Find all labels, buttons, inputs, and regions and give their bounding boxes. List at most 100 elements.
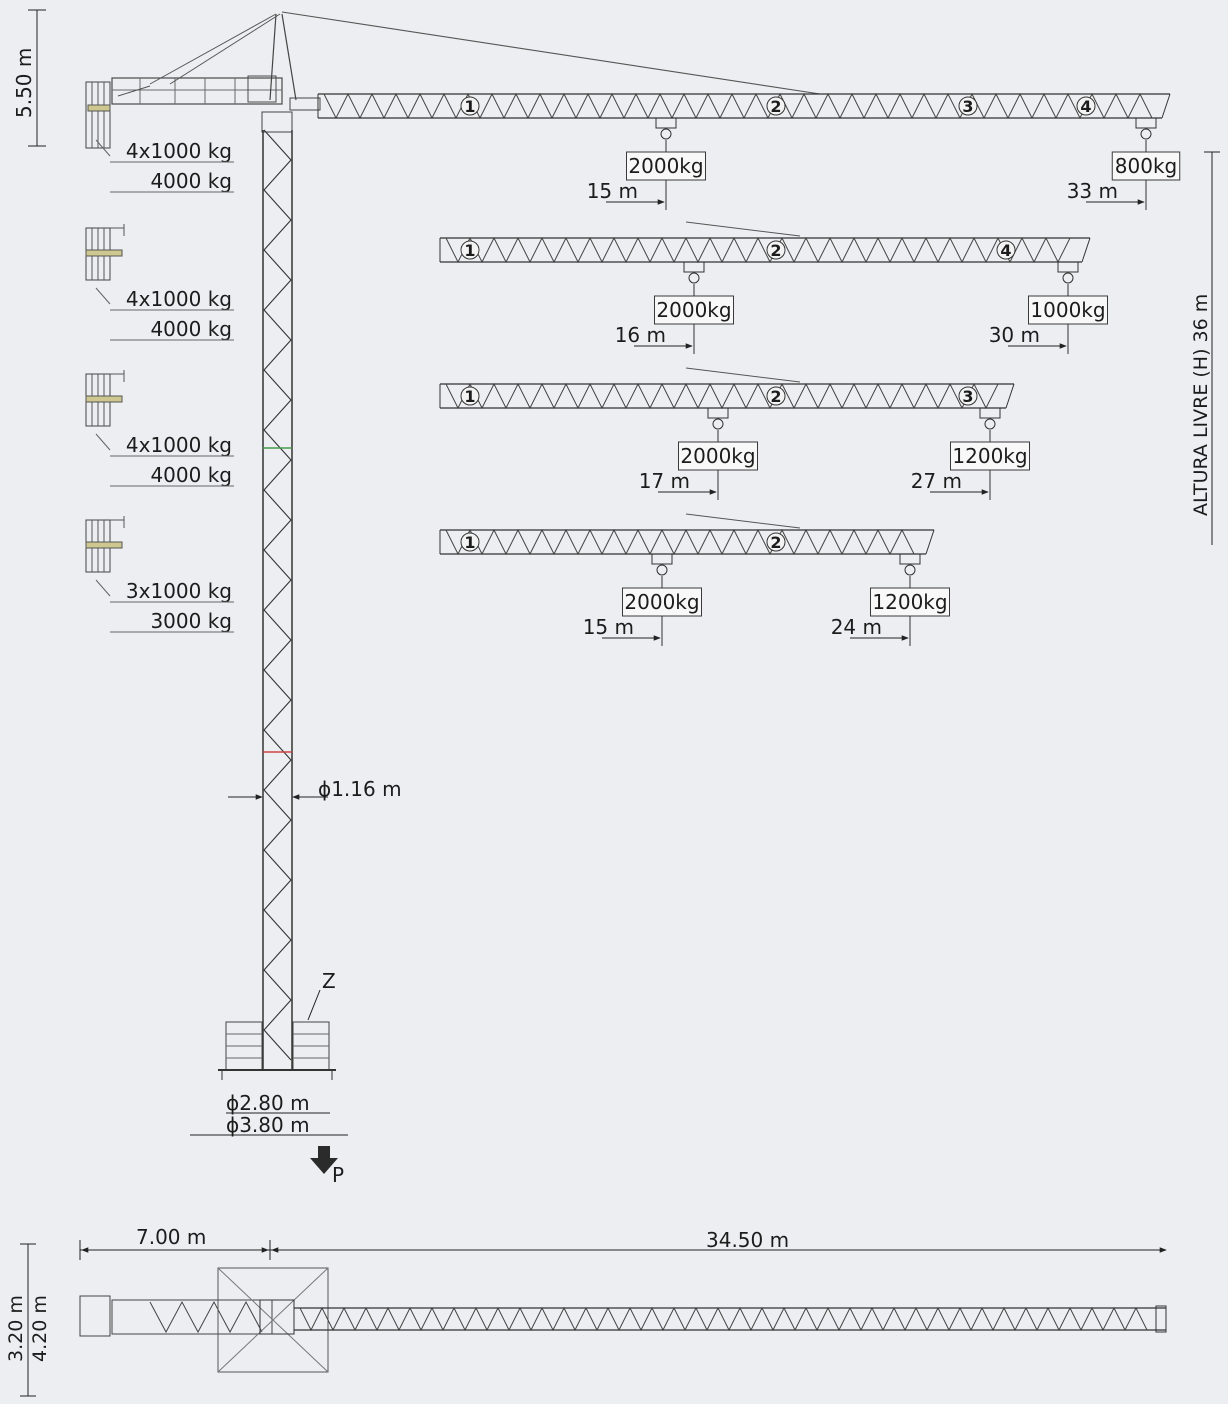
section-number: 3 <box>962 97 973 116</box>
plan-width-outer-label: 4.20 m <box>29 1295 51 1362</box>
base-inner-label: ϕ2.80 m <box>226 1091 310 1115</box>
ballast-blocks-label: 4x1000 kg <box>126 287 232 311</box>
counter-jib <box>85 75 283 149</box>
tower-base <box>218 1021 336 1080</box>
section-number: 2 <box>770 387 781 406</box>
trolley <box>1135 117 1157 129</box>
ballast-blocks-label: 3x1000 kg <box>126 579 232 603</box>
section-number: 3 <box>962 387 973 406</box>
trolley <box>707 407 729 419</box>
ballast-total-label: 3000 kg <box>150 609 232 633</box>
jib-lattice <box>323 92 1153 120</box>
reach-label: 16 m <box>615 323 666 347</box>
load-box <box>622 587 702 617</box>
reach-label: 15 m <box>583 615 634 639</box>
section-marker <box>958 96 978 116</box>
section-marker <box>766 532 786 552</box>
base-dimensions: ϕ2.80 m ϕ3.80 m <box>190 1091 348 1137</box>
section-number: 1 <box>464 97 475 116</box>
load-capacity-label: 2000kg <box>680 444 755 468</box>
load-capacity-label: 2000kg <box>628 154 703 178</box>
hook-icon <box>656 564 668 576</box>
section-number: 1 <box>464 241 475 260</box>
hook-icon <box>904 564 916 576</box>
jib-tie <box>685 513 801 529</box>
load-box <box>626 151 706 181</box>
section-number: 1 <box>464 533 475 552</box>
jib-lattice <box>445 236 1071 264</box>
reach-label: 24 m <box>831 615 882 639</box>
hook-icon <box>712 418 724 430</box>
trolley <box>979 407 1001 419</box>
ballast-total-label: 4000 kg <box>150 317 232 341</box>
section-marker <box>766 240 786 260</box>
trolley <box>651 553 673 565</box>
section-number: 4 <box>1080 97 1091 116</box>
reach-label: 27 m <box>911 469 962 493</box>
load-box <box>1111 151 1181 181</box>
section-marker <box>958 386 978 406</box>
trolley <box>655 117 677 129</box>
ballast-total-label: 4000 kg <box>150 463 232 487</box>
load-capacity-label: 800kg <box>1115 154 1177 178</box>
section-marker <box>460 532 480 552</box>
section-number: 2 <box>770 533 781 552</box>
section-marker <box>996 240 1016 260</box>
section-number: 4 <box>1000 241 1011 260</box>
section-marker <box>460 240 480 260</box>
hook-icon <box>984 418 996 430</box>
load-box <box>870 587 950 617</box>
hook-icon <box>1140 128 1152 140</box>
ballast-blocks-label: 4x1000 kg <box>126 139 232 163</box>
section-marker <box>460 386 480 406</box>
ballast-total-label: 4000 kg <box>150 169 232 193</box>
mast-section-dimension: ϕ1.16 m <box>228 777 402 801</box>
free-height-label: ALTURA LIVRE (H) 36 m <box>1190 294 1212 516</box>
trolley <box>683 261 705 273</box>
mast-top-height-dimension: 5.50 m <box>12 9 46 147</box>
trolley <box>1057 261 1079 273</box>
reach-label: 30 m <box>989 323 1040 347</box>
plan-width-inner-label: 3.20 m <box>5 1295 27 1362</box>
load-capacity-label: 1200kg <box>952 444 1027 468</box>
load-arrow: P <box>310 1146 344 1187</box>
ballast-config: 4x1000 kg 4000 kg <box>85 224 234 341</box>
mast-top-height-label: 5.50 m <box>12 48 36 118</box>
load-capacity-label: 2000kg <box>656 298 731 322</box>
plan-counterjib-label: 7.00 m <box>136 1225 206 1249</box>
slew-marker: Z <box>307 969 336 1021</box>
load-box <box>950 441 1030 471</box>
crane-elevation: Z ϕ1.16 m ϕ2.80 m ϕ3.80 m P <box>85 11 821 1187</box>
jib-lattice <box>445 382 999 410</box>
section-marker <box>766 96 786 116</box>
section-marker <box>1076 96 1096 116</box>
section-number: 1 <box>464 387 475 406</box>
jib-lattice <box>445 528 915 556</box>
load-box <box>1028 295 1108 325</box>
section-marker <box>766 386 786 406</box>
plan-view: 7.00 m 34.50 m 3.20 m 4.20 m <box>5 1225 1167 1397</box>
load-capacity-label: 1200kg <box>872 590 947 614</box>
section-number: 2 <box>770 97 781 116</box>
load-box <box>654 295 734 325</box>
base-outer-label: ϕ3.80 m <box>226 1113 310 1137</box>
tower-mast <box>262 129 293 1070</box>
ballast-config: 3x1000 kg 3000 kg <box>85 516 234 633</box>
load-capacity-label: 1000kg <box>1030 298 1105 322</box>
load-label: P <box>332 1163 344 1187</box>
plan-jib-label: 34.50 m <box>706 1228 789 1252</box>
section-marker <box>460 96 480 116</box>
tower-head <box>149 11 821 133</box>
